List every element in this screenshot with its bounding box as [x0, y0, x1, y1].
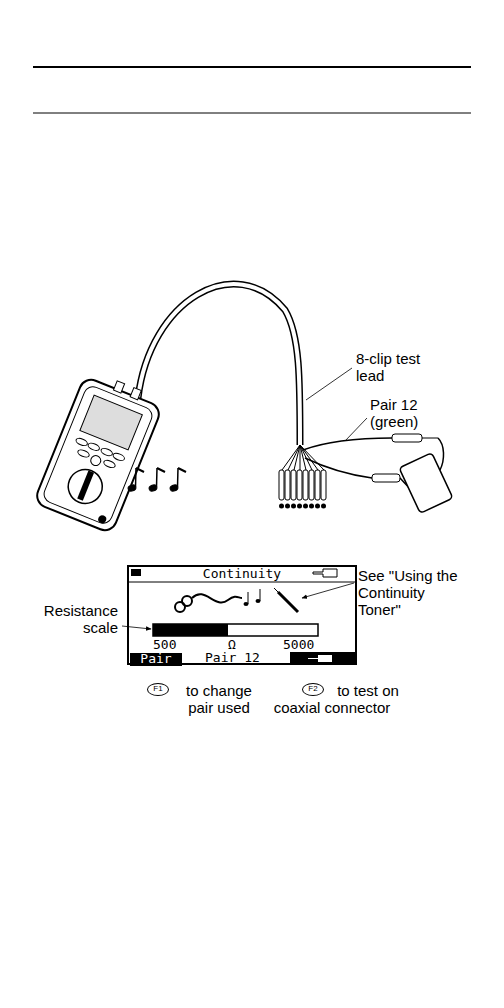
callout-label: See "Using the Continuity Toner": [358, 567, 458, 618]
clip-bundle: [279, 445, 326, 509]
clip-tip: [315, 504, 320, 509]
pair-wire: [305, 458, 372, 478]
leader-line: [302, 583, 354, 598]
clip-wire: [294, 445, 300, 470]
key-label: F2: [303, 684, 323, 693]
leader-line: [306, 368, 352, 400]
clip-wire: [300, 445, 324, 470]
clip-wire: [282, 445, 300, 470]
header-rule: [33, 113, 471, 114]
scale-value: 5000: [283, 638, 323, 652]
unit-symbol: Ω: [224, 638, 240, 652]
instruction-label: to change pair used: [174, 682, 264, 716]
instruction-label: to test on coaxial connector: [257, 682, 407, 716]
scale-value: 500: [153, 638, 187, 652]
clip-jaw: [422, 438, 438, 439]
alligator-clip: [372, 474, 400, 482]
alligator-clip: [279, 470, 284, 500]
tone-notes: [127, 468, 186, 492]
screen-graphics: [129, 569, 356, 664]
loop-wire: [438, 438, 444, 470]
clip-tip: [291, 504, 296, 509]
alligator-clip: [309, 470, 314, 500]
clip-wire: [300, 445, 301, 470]
alligator-clip: [297, 470, 302, 500]
softkey: Pair: [130, 653, 182, 666]
alligator-clip: [303, 470, 308, 500]
alligator-clip: [285, 470, 290, 500]
pair-name: Pair 12: [205, 651, 285, 665]
alligator-clip: [321, 470, 326, 500]
clip-tip: [285, 504, 290, 509]
clip-tip: [303, 504, 308, 509]
softkey-label: Pair: [130, 652, 182, 666]
tester: [34, 369, 166, 534]
part-label: Pair 12 (green): [370, 396, 450, 430]
terminator: [399, 453, 453, 514]
header-rule: [33, 66, 471, 68]
clip-tip: [279, 504, 284, 509]
screen-title: Continuity: [129, 567, 355, 581]
pair-wire: [303, 438, 392, 450]
clip-tip: [309, 504, 314, 509]
key-label: F1: [148, 684, 168, 693]
test-lead-cable: [138, 284, 300, 445]
clip-wire: [288, 445, 300, 470]
part-label: 8-clip test lead: [356, 350, 438, 384]
function-key: F1: [147, 683, 169, 696]
clip-wire: [300, 445, 318, 470]
tester-screen: Continuity 500 Ω 5000Pair 12 Pair: [127, 565, 357, 665]
alligator-clip: [315, 470, 320, 500]
alligator-clip: [392, 434, 422, 442]
clip-tip: [321, 504, 326, 509]
callout-label: Resistance scale: [20, 602, 118, 636]
leader-line: [345, 418, 367, 441]
clip-tip: [297, 504, 302, 509]
test-lead-cable: [138, 284, 300, 445]
alligator-clip: [291, 470, 296, 500]
function-key: F2: [302, 683, 324, 696]
